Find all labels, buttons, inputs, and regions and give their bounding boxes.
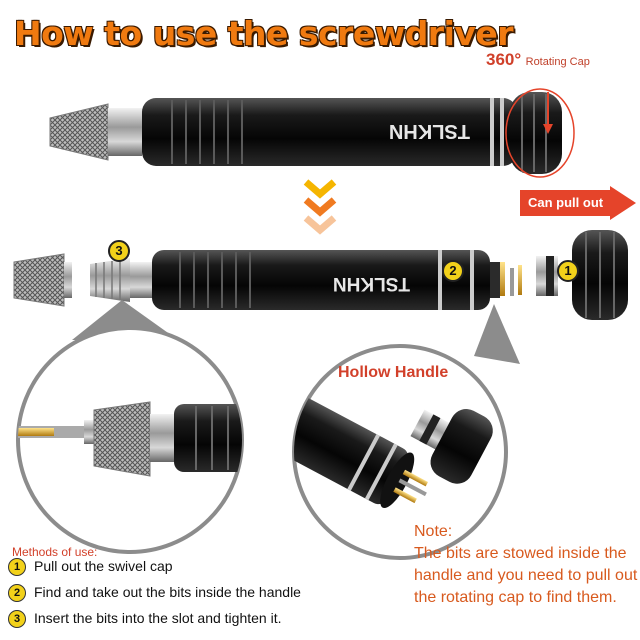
note-heading: Note: [414,523,453,540]
hollow-handle-label: Hollow Handle [338,364,449,381]
pull-out-label: Can pull out [520,190,612,216]
methods-title: Methods of use: [12,545,98,559]
zoom-circle-hollow-handle [292,344,508,560]
step-3-text: Insert the bits into the slot and tighte… [34,610,282,626]
badge-1: 1 [557,260,579,282]
step-2-badge: 2 [8,584,26,602]
note-box: Note: The bits are stowed inside the han… [414,521,638,609]
pull-out-arrow: Can pull out [520,186,638,220]
callout-wedge-right [474,304,520,364]
badge-3: 3 [108,240,130,262]
exploded-screwdriver [13,230,628,320]
note-text: The bits are stowed inside the handle an… [414,545,638,606]
rotation-text: Rotating Cap [525,56,590,68]
arrow-right-icon [610,186,636,220]
down-arrows [303,179,337,235]
brand-logo-top: TSLKHN [389,120,470,142]
assembled-screwdriver [49,88,575,178]
zoom-circle-chuck [16,326,244,554]
badge-2: 2 [442,260,464,282]
step-1-text: Pull out the swivel cap [34,558,173,574]
step-3-badge: 3 [8,610,26,628]
brand-logo-exploded: TSLKHN [333,273,410,294]
page-title: How to use the screwdriver [14,14,514,53]
rotation-degrees: 360° [486,50,522,69]
rotating-cap-label: 360° Rotating Cap [486,50,590,70]
step-2-text: Find and take out the bits inside the ha… [34,584,301,600]
step-1-badge: 1 [8,558,26,576]
